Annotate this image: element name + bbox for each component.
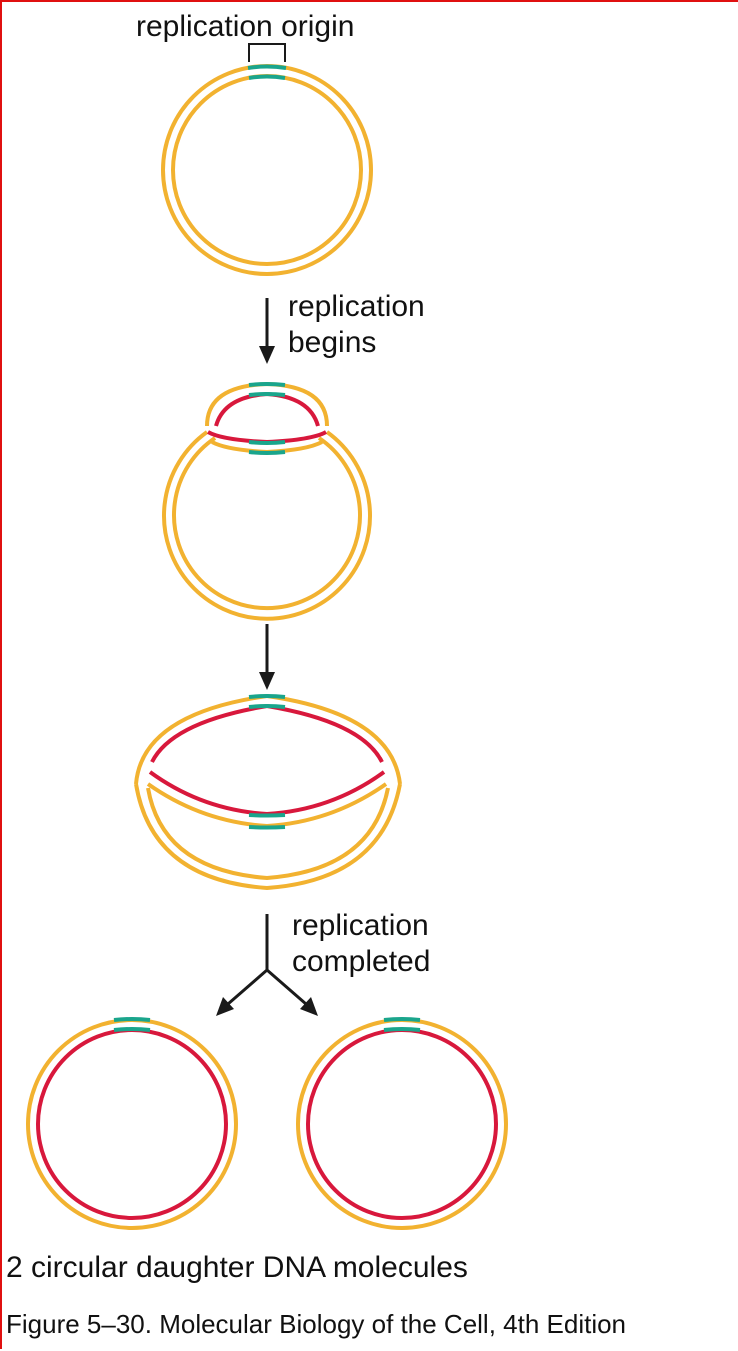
daughter-circle-left [26,1017,238,1230]
replication-completed-label-line1: replication [292,909,429,942]
figure-caption: Figure 5–30. Molecular Biology of the Ce… [6,1309,627,1339]
parental-circle [161,64,373,276]
origin-bracket [248,43,286,62]
arrow-replication-completed [216,914,318,1016]
replication-begins-label-line2: begins [288,326,377,359]
arrow-replication-continues [259,624,275,690]
early-replication-circle [162,381,372,621]
replication-begins-label-line1: replication [288,290,425,323]
arrow-replication-begins [259,298,275,364]
daughter-circle-right [296,1017,508,1230]
origin-region [247,64,287,70]
replication-origin-label: replication origin [136,10,355,43]
daughter-molecules-label: 2 circular daughter DNA molecules [6,1251,468,1284]
replication-completed-label-line2: completed [292,945,431,978]
theta-structure [134,693,402,891]
